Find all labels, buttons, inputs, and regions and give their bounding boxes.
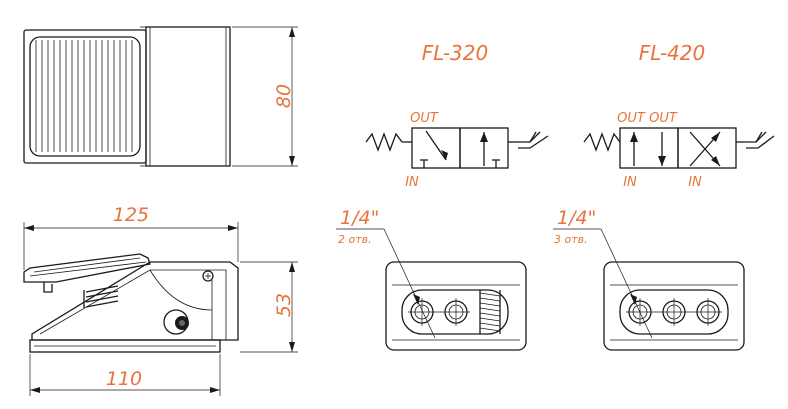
dim-125-label: 125 — [113, 204, 149, 226]
fl420-title: FL-420 — [639, 41, 705, 65]
fl320-in-label: IN — [405, 175, 419, 190]
fl320-out-label: OUT — [410, 111, 439, 126]
fl320-spring-icon — [479, 290, 501, 334]
dim-53-label: 53 — [273, 293, 295, 317]
fl420-in-label-1: IN — [623, 175, 637, 190]
base-side — [29, 339, 221, 353]
top-view: 80 — [23, 26, 298, 167]
fl420-out-label-1: OUT — [617, 111, 646, 126]
fl320-block: FL-320 OUT IN 1/4" 2 отв. — [336, 41, 549, 351]
fl320-valve-symbol — [365, 127, 549, 169]
dim-80-label: 80 — [273, 84, 295, 108]
dim-125: 125 — [23, 204, 239, 270]
base-plate — [145, 26, 231, 167]
side-view: 125 — [23, 204, 298, 396]
fl420-out-label-2: OUT — [649, 111, 678, 126]
housing-side — [31, 261, 239, 341]
screw-icon — [202, 270, 214, 282]
fl320-thread-label: 1/4" — [340, 207, 379, 229]
fl420-holes-label: 3 отв. — [554, 233, 588, 246]
fl320-bottom-view — [385, 261, 527, 351]
dim-80: 80 — [232, 26, 298, 167]
fl320-title: FL-320 — [422, 41, 488, 65]
fl320-holes-label: 2 отв. — [338, 233, 372, 246]
dim-53: 53 — [240, 261, 298, 353]
fl320-body — [385, 261, 527, 351]
fl420-in-label-2: IN — [688, 175, 702, 190]
pedal-tread-lines — [35, 40, 133, 152]
dim-110-label: 110 — [106, 368, 142, 390]
pedal-side — [23, 253, 151, 283]
fl420-block: FL-420 OUT OUT IN IN 1/4" 3 отв. — [553, 41, 775, 351]
fl420-body — [603, 261, 745, 351]
spring-side — [83, 285, 119, 308]
fl420-valve-symbol — [583, 127, 775, 169]
dim-110: 110 — [29, 354, 221, 396]
pedal-hook — [43, 282, 53, 293]
fl420-thread-label: 1/4" — [557, 207, 596, 229]
pedal-tread-area — [29, 36, 141, 157]
fl420-bottom-view — [603, 261, 745, 351]
